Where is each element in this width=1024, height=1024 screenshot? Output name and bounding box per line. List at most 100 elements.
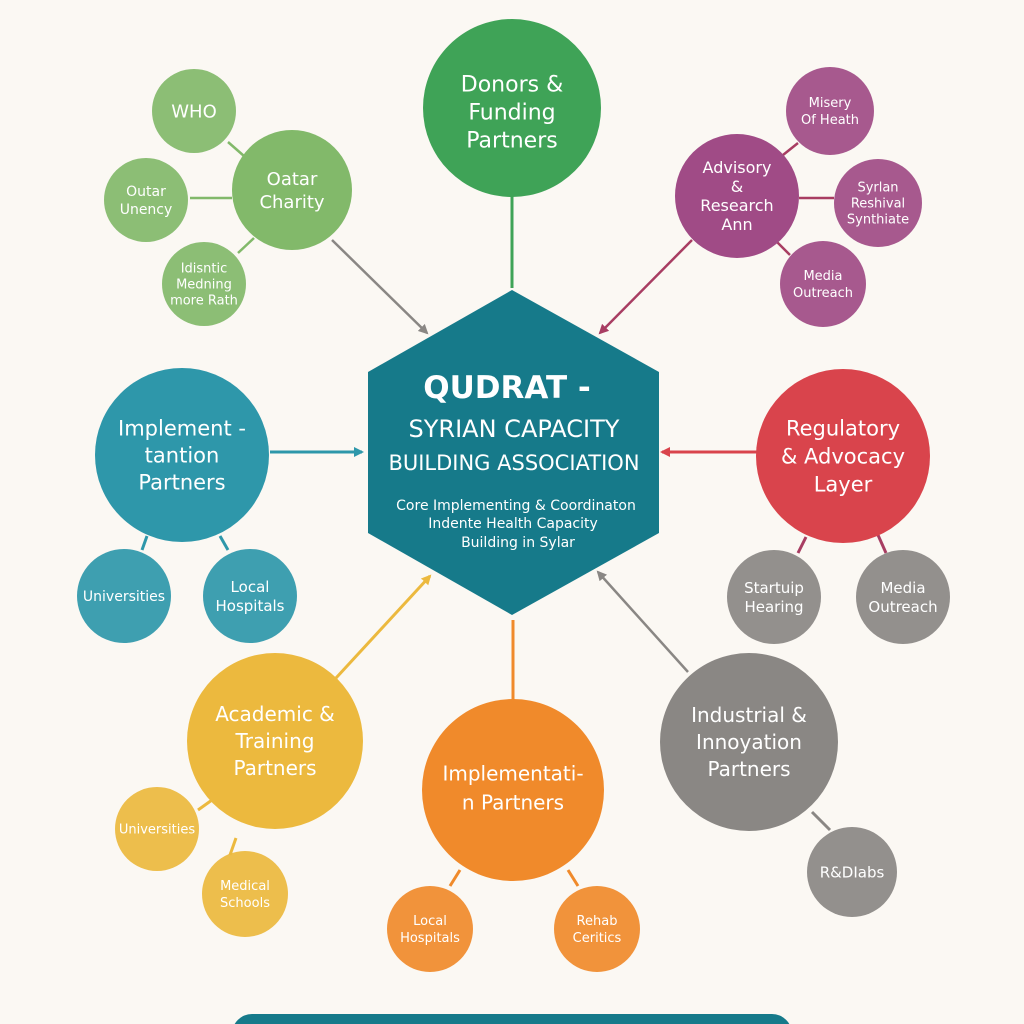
advisory-research-node-label-2: &	[731, 177, 743, 196]
outar-unency-node-label-1: Outar	[126, 184, 166, 200]
center-hexagon	[368, 290, 659, 615]
connectors	[140, 141, 888, 887]
regulatory-advocacy-node-label-2: & Advocacy	[781, 444, 905, 468]
connector-industrial	[596, 570, 689, 673]
medical-schools-node-label-1: Medical	[220, 879, 270, 894]
implementation-partners-left-node-label-3: Partners	[138, 470, 225, 494]
industrial-innovation-partners-node-label-3: Partners	[707, 757, 790, 781]
connector-academic-universities	[197, 798, 213, 812]
idisntic-node-label-3: more Rath	[170, 294, 238, 309]
donors-funding-partners-node-label-3: Partners	[466, 129, 557, 154]
nodes-layer: Donors &FundingPartnersOatarCharityWHOOu…	[77, 19, 950, 972]
rehab-ceritics-node-label-1: Rehab	[577, 914, 618, 929]
connector-qatar-who	[227, 141, 245, 157]
rd-labs-node: R&DIabs	[807, 827, 897, 917]
universities-academic-node-circle	[115, 787, 199, 871]
implementation-partners-bottom-node-label-2: n Partners	[462, 791, 564, 815]
misery-of-heath-node: Misery Of Heath	[786, 67, 874, 155]
connector-implement-left-universities	[140, 535, 149, 551]
local-hospitals-bottom-node-circle	[387, 886, 473, 972]
rd-labs-node-circle	[807, 827, 897, 917]
local-hospitals-left-node-label-2: Hospitals	[215, 597, 284, 615]
outar-unency-node-circle	[104, 158, 188, 242]
misery-of-heath-node-label-2: Of Heath	[801, 113, 859, 128]
implementation-partners-left-node-label-1: Implement -	[118, 416, 246, 440]
industrial-innovation-partners-node-label-1: Industrial &	[691, 703, 807, 727]
who-node-circle	[152, 69, 236, 153]
local-hospitals-bottom-node-label-2: Hospitals	[400, 931, 460, 946]
industrial-innovation-partners-node-circle	[660, 653, 838, 831]
regulatory-advocacy-node-label-1: Regulatory	[786, 416, 900, 440]
outar-unency-node-label-2: Unency	[120, 202, 173, 218]
syrlan-reshival-node-label-3: Synthiate	[847, 213, 909, 228]
misery-of-heath-node-label-1: Misery	[809, 96, 852, 111]
implementation-partners-left-node-circle	[95, 368, 269, 542]
local-hospitals-bottom-node-label-1: Local	[413, 914, 447, 929]
who-node: WHO	[152, 69, 236, 153]
who-node-label-1: WHO	[171, 101, 217, 122]
local-hospitals-left-node-label-1: Local	[231, 578, 270, 596]
connector-advisory	[598, 239, 693, 335]
startuip-hearing-node-label-2: Hearing	[744, 598, 803, 616]
center-desc-1: Core Implementing & Coordinaton	[396, 498, 636, 514]
idisntic-node-circle	[162, 242, 246, 326]
academic-training-partners-node-label-2: Training	[235, 729, 315, 753]
media-outreach-advisory-node-label-1: Media	[803, 269, 842, 284]
advisory-research-node-circle	[675, 134, 799, 258]
industrial-innovation-partners-node-label-2: Innoyation	[696, 730, 802, 754]
connector-implement-bottom-hospitals	[448, 869, 462, 887]
medical-schools-node-label-2: Schools	[220, 896, 270, 911]
startuip-hearing-node-circle	[727, 550, 821, 644]
syrlan-reshival-node-circle	[834, 159, 922, 247]
advisory-research-node-label-4: Ann	[721, 215, 752, 234]
implementation-partners-left-node-label-2: tantion	[145, 443, 220, 467]
connector-academic-schools	[228, 837, 238, 856]
media-outreach-regulatory-node-label-2: Outreach	[868, 598, 937, 616]
connector-industrial-rd	[810, 810, 832, 832]
universities-academic-node-label-1: Universities	[119, 823, 195, 838]
donors-funding-partners-node-label-2: Funding	[468, 101, 555, 126]
idisntic-node-label-2: Medning	[176, 278, 232, 293]
donors-funding-partners-node-circle	[423, 19, 601, 197]
startuip-hearing-node-label-1: Startuip	[744, 579, 804, 597]
connector-qatar-idisntic	[237, 237, 255, 254]
implementation-partners-bottom-node: Implementati-n Partners	[422, 699, 604, 881]
center-desc-2: Indente Health Capacity	[428, 516, 598, 532]
center-line-3: BUILDING ASSOCIATION	[388, 451, 639, 475]
academic-training-partners-node-label-1: Academic &	[215, 702, 335, 726]
local-hospitals-left-node-circle	[203, 549, 297, 643]
regulatory-advocacy-node-circle	[756, 369, 930, 543]
medical-schools-node-circle	[202, 851, 288, 937]
implementation-partners-bottom-node-circle	[422, 699, 604, 881]
center-node: QUDRAT - SYRIAN CAPACITY BUILDING ASSOCI…	[368, 290, 659, 615]
center-desc-3: Building in Sylar	[461, 535, 575, 551]
connector-advisory-misery	[782, 142, 799, 156]
syrlan-reshival-node-label-1: Syrlan	[857, 181, 898, 196]
connector-regulatory-startup	[796, 536, 808, 554]
regulatory-advocacy-node-label-3: Layer	[814, 472, 873, 496]
academic-training-partners-node-circle	[187, 653, 363, 829]
idisntic-node-label-1: Idisntic	[181, 262, 228, 277]
rd-labs-node-label-1: R&DIabs	[820, 863, 885, 881]
academic-training-partners-node-label-3: Partners	[233, 756, 316, 780]
misery-of-heath-node-circle	[786, 67, 874, 155]
universities-left-node-label-1: Universities	[83, 589, 165, 605]
advisory-research-node-label-1: Advisory	[703, 158, 772, 177]
media-outreach-advisory-node-circle	[780, 241, 866, 327]
media-outreach-advisory-node-label-2: Outreach	[793, 286, 853, 301]
bottom-banner	[234, 1014, 790, 1024]
